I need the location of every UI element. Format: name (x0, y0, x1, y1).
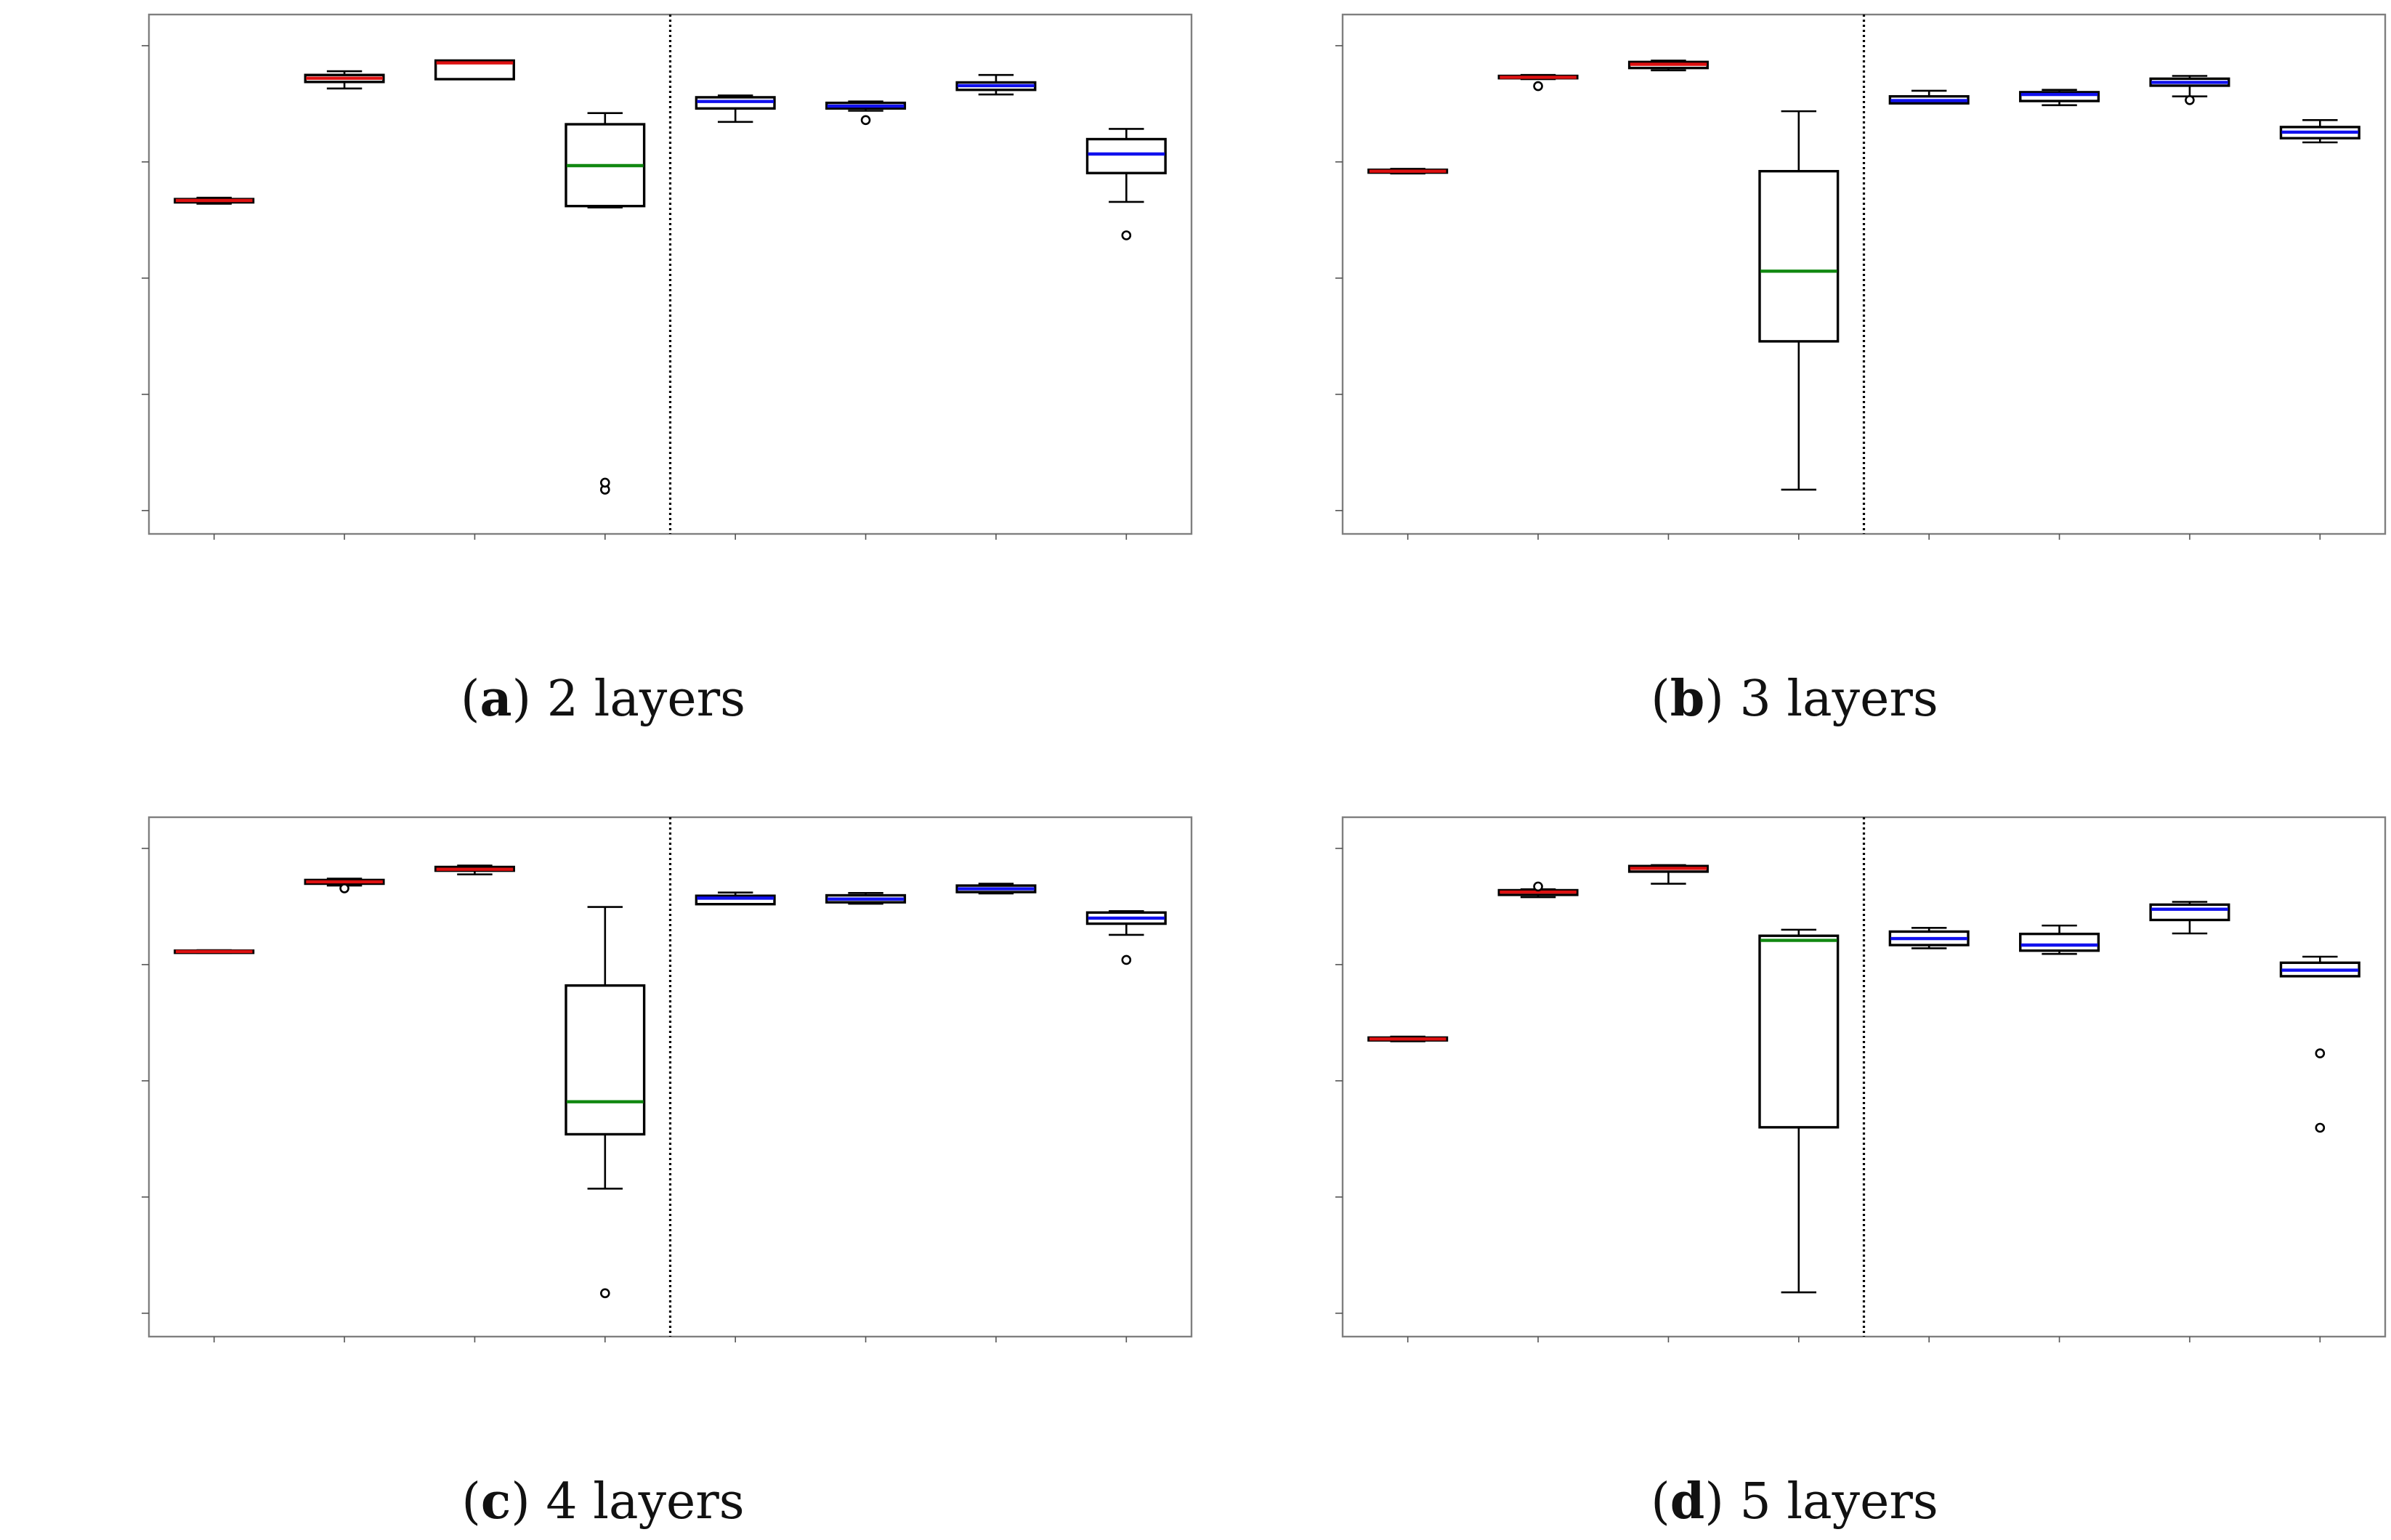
outlier-point (1121, 955, 1132, 965)
box-body (695, 894, 776, 906)
box-body (565, 984, 646, 1136)
axis-ticks (1335, 848, 2321, 1342)
box-blue (1888, 927, 1970, 949)
caption-label: b (1670, 670, 1705, 728)
box-red (434, 864, 515, 876)
box-red (174, 196, 255, 205)
caption: (a) 2 layers (461, 670, 745, 728)
box-blue (2279, 118, 2360, 144)
box-blue (2019, 924, 2100, 955)
box-blue (1085, 909, 1167, 965)
panel-a: (a) 2 layers (142, 13, 1193, 728)
panel-d: (d) 5 layers (1335, 816, 2387, 1531)
box-blue (2279, 955, 2360, 1133)
box-red (1497, 73, 1579, 92)
panel-b: (b) 3 layers (1335, 13, 2387, 728)
box-marks (1367, 864, 2360, 1294)
outlier-point (2315, 1122, 2326, 1133)
box-blue (1888, 89, 1970, 105)
box-blue (695, 94, 776, 123)
box-red (304, 70, 385, 90)
caption-label: c (481, 1472, 511, 1531)
box-blue (2149, 901, 2230, 935)
outlier-point (600, 477, 610, 488)
box-red (1497, 881, 1579, 899)
box-red (304, 878, 385, 893)
box-mixed (565, 112, 646, 495)
box-blue (825, 892, 907, 905)
box-blue (825, 100, 907, 126)
box-red (1627, 60, 1709, 72)
axis-ticks (142, 848, 1128, 1342)
outlier-point (2315, 1048, 2326, 1058)
box-marks (174, 59, 1167, 495)
caption: (d) 5 layers (1651, 1472, 1938, 1531)
box-blue (2149, 75, 2230, 105)
box-body (1758, 934, 1840, 1129)
box-body (1758, 169, 1840, 343)
caption-label: a (480, 670, 512, 728)
axis-ticks (1335, 45, 2321, 540)
box-blue (695, 891, 776, 906)
box-red (434, 59, 515, 81)
caption: (b) 3 layers (1651, 670, 1938, 728)
box-marks (1367, 60, 2360, 491)
axis-ticks (142, 45, 1128, 540)
panel-c: (c) 4 layers (142, 816, 1193, 1531)
box-red (1367, 1035, 1449, 1042)
box-body (2019, 932, 2100, 952)
outlier-point (1533, 881, 1543, 892)
caption-label: d (1670, 1472, 1705, 1531)
box-blue (1085, 128, 1167, 240)
box-body (1085, 137, 1167, 174)
box-body (2149, 903, 2230, 922)
box-blue (955, 883, 1037, 895)
caption-text: 3 layers (1740, 670, 1938, 728)
box-red (174, 949, 255, 955)
box-mixed (1758, 928, 1840, 1294)
outlier-point (2185, 94, 2195, 105)
box-red (1627, 864, 1709, 885)
box-red (1367, 168, 1449, 175)
box-blue (955, 73, 1037, 96)
box-mixed (1758, 110, 1840, 491)
box-marks (174, 864, 1167, 1299)
outlier-point (1533, 81, 1543, 92)
caption: (c) 4 layers (461, 1472, 744, 1531)
outlier-point (339, 883, 349, 893)
caption-text: 2 layers (547, 670, 745, 728)
outlier-point (1121, 230, 1132, 240)
outlier-point (600, 1288, 610, 1299)
caption-text: 4 layers (546, 1473, 744, 1531)
box-blue (2019, 89, 2100, 107)
box-mixed (565, 906, 646, 1299)
outlier-point (860, 115, 871, 126)
caption-text: 5 layers (1740, 1473, 1938, 1531)
